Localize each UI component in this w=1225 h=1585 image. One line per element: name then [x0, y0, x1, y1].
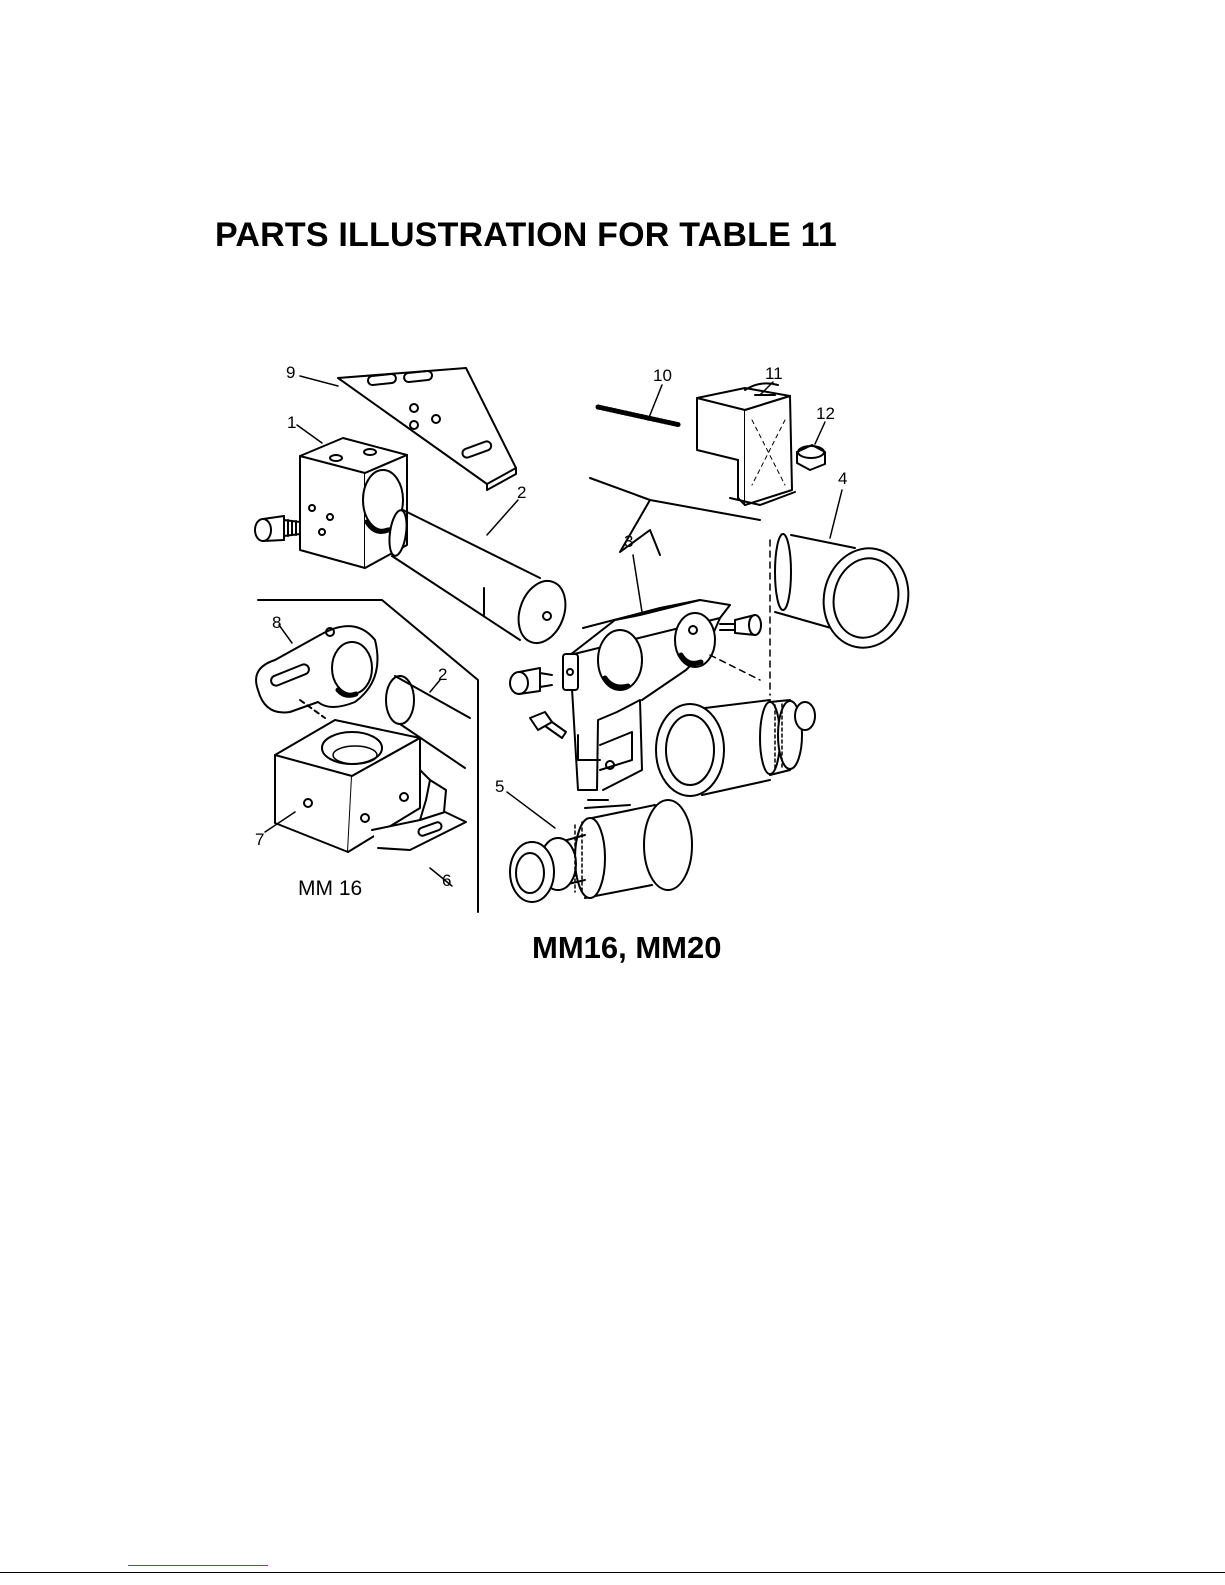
inset-label: MM 16: [298, 877, 362, 900]
model-caption: MM16, MM20: [532, 930, 721, 965]
knob-assembly-right: [656, 700, 815, 796]
part-4-cap: [775, 534, 917, 656]
callout-9: 9: [286, 363, 295, 382]
callout-2: 2: [517, 483, 526, 502]
callout-11: 11: [765, 364, 783, 383]
part-12-nut: [797, 445, 825, 470]
part-8-lever: [256, 626, 377, 718]
part-10-spring: [598, 407, 680, 425]
screw-left-b: [530, 712, 566, 738]
screw-upper-right: [720, 615, 761, 635]
callout-10: 10: [653, 366, 672, 385]
callout-5: 5: [495, 777, 504, 796]
callout-4: 4: [838, 469, 847, 488]
callout-1: 1: [287, 413, 296, 432]
callout-3: 3: [624, 532, 633, 551]
callout-6: 6: [442, 871, 451, 890]
callout-8: 8: [272, 613, 281, 632]
callout-7: 7: [255, 830, 264, 849]
callout-2-inset: 2: [438, 665, 447, 684]
screw-left-a: [510, 668, 552, 694]
screw-part-1: [255, 516, 300, 541]
footer-rule: [0, 1572, 1225, 1573]
part-11-housing: [697, 383, 795, 505]
callout-12: 12: [816, 404, 835, 423]
footer-link-underline: [128, 1565, 268, 1566]
